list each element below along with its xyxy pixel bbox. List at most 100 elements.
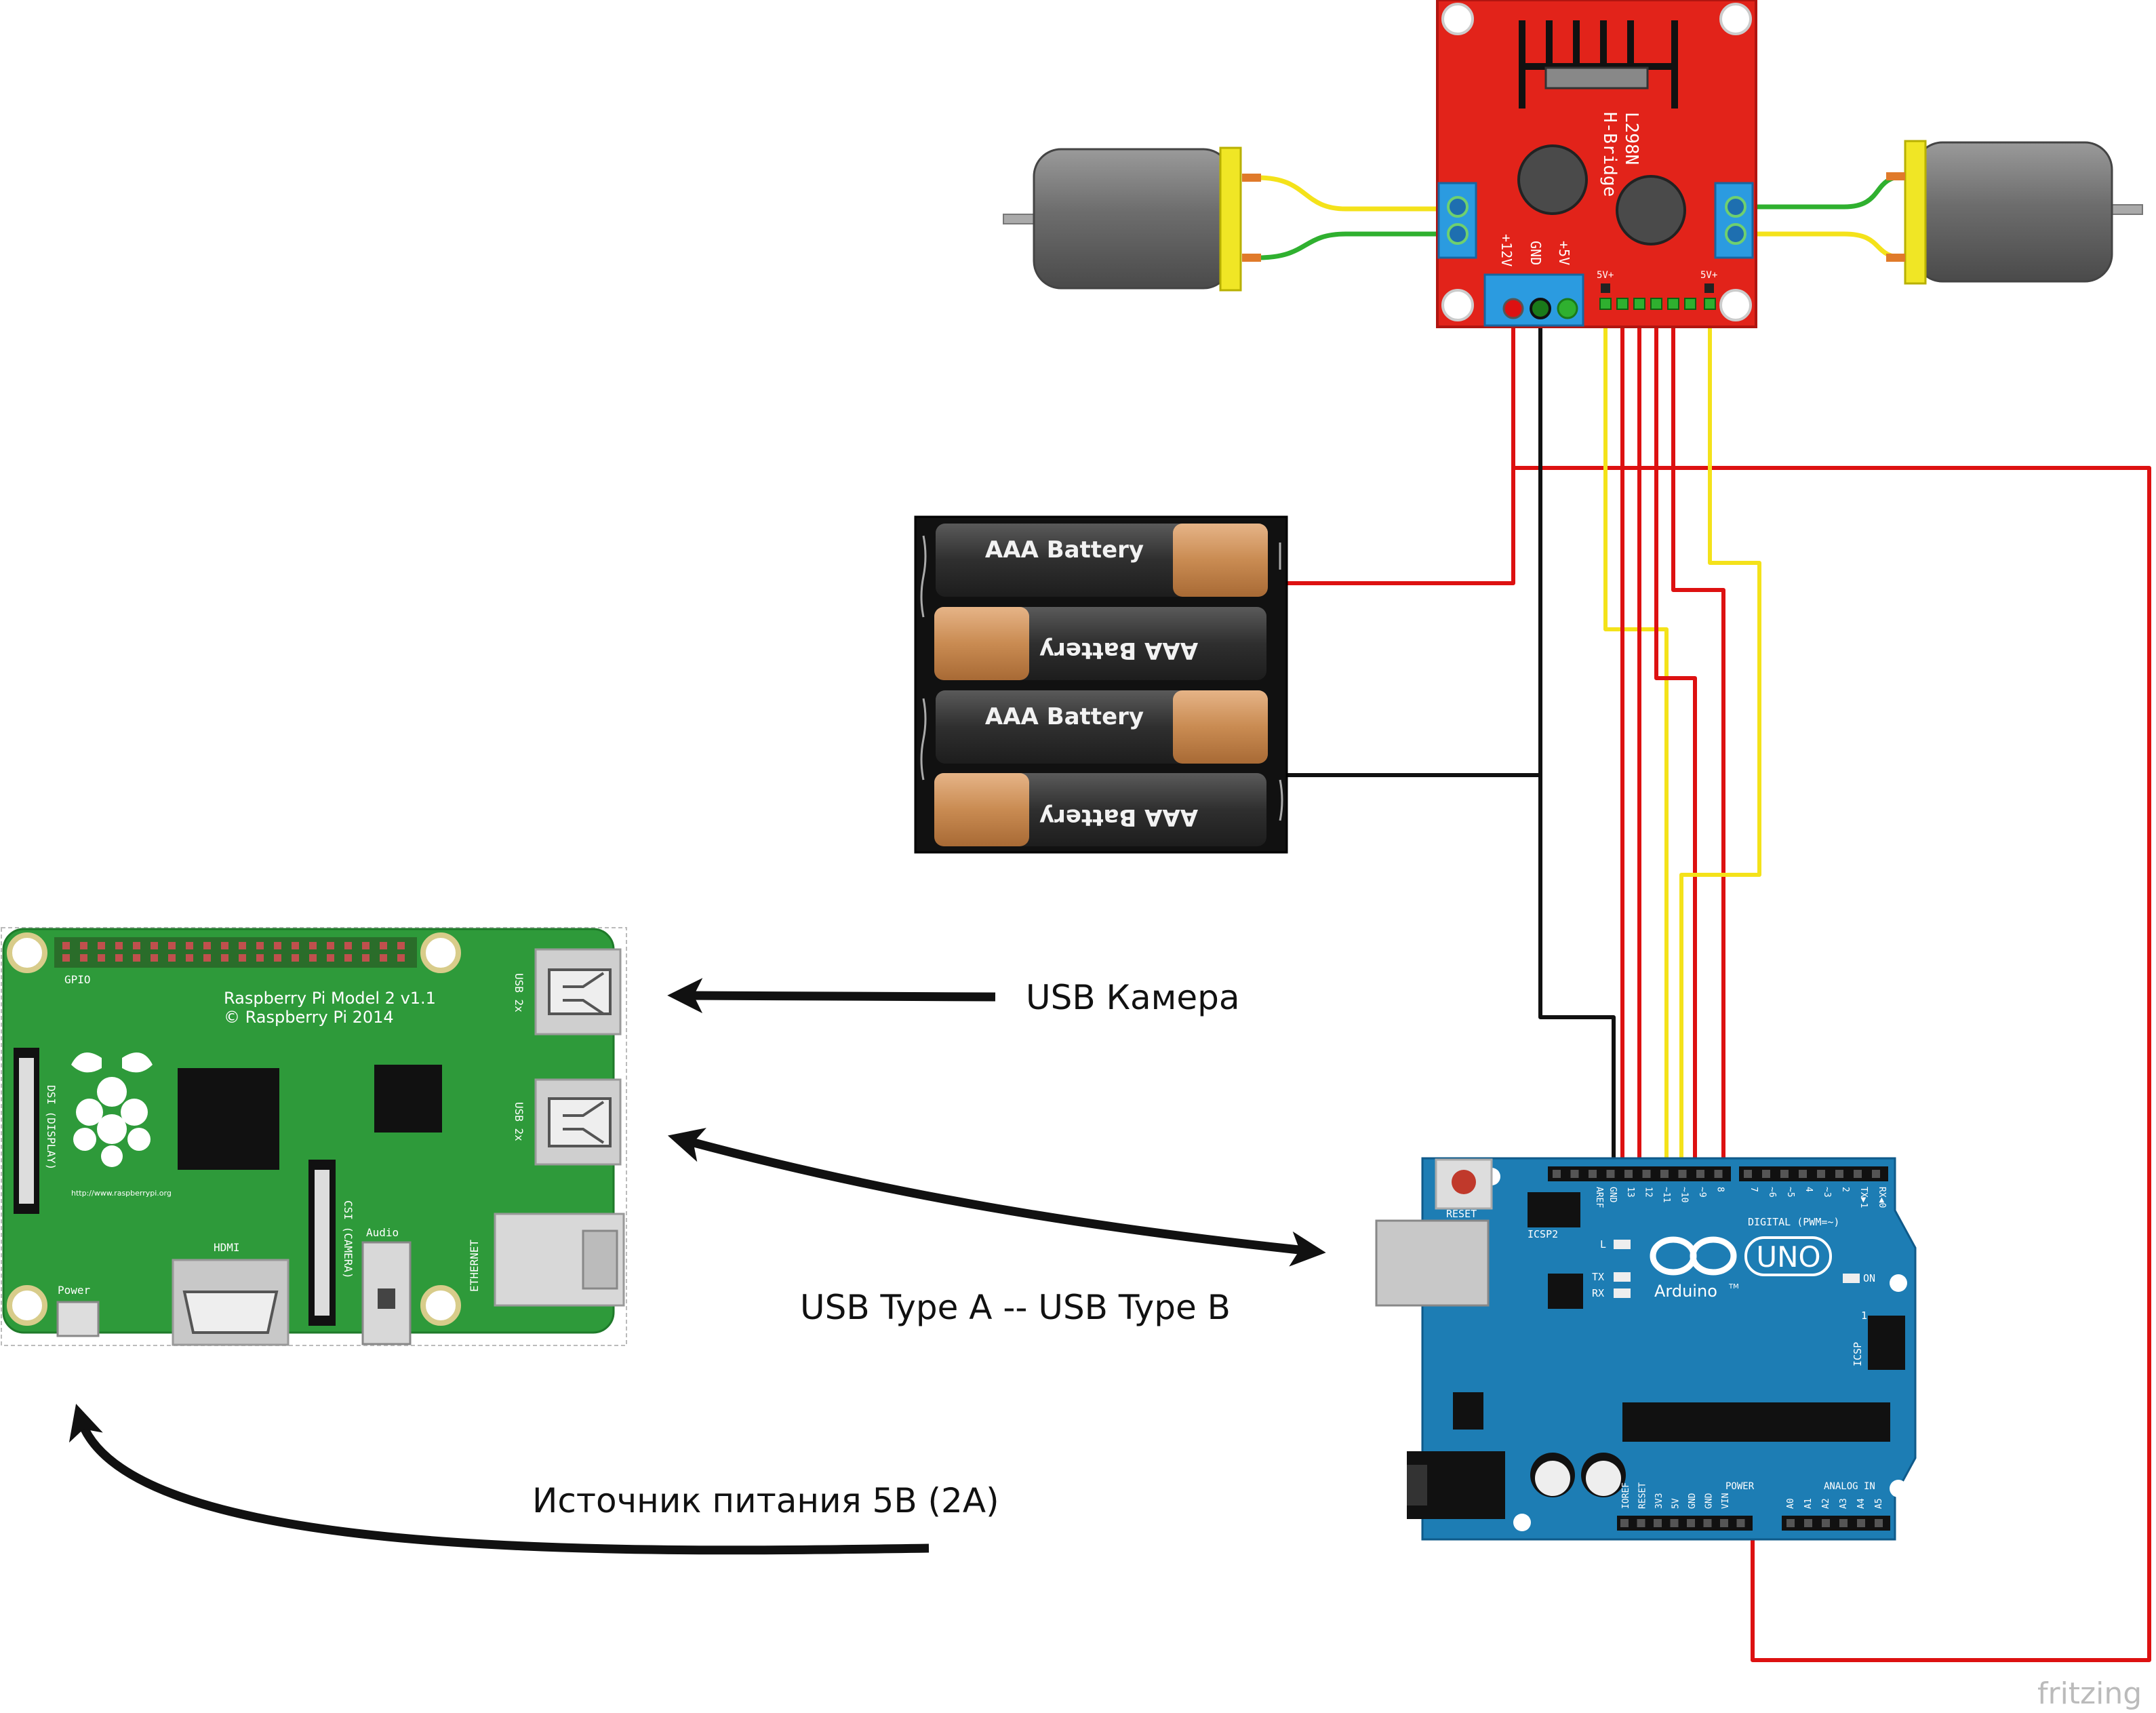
mount-hole [1890, 1480, 1907, 1497]
fritzing-watermark: fritzing [2037, 1676, 2142, 1711]
gpio-pins [62, 942, 405, 962]
driver-chip [1544, 66, 1649, 90]
battery-pack: AAA Battery AAA Battery AAA Battery AAA … [914, 515, 1288, 854]
mount-hole [420, 1285, 461, 1326]
header-pin [1875, 1519, 1883, 1527]
header-pin [1839, 1519, 1848, 1527]
hbridge-title: L298N H-Bridge [1599, 112, 1641, 197]
header-pin [1670, 1519, 1679, 1527]
analog-header-pins [1786, 1519, 1883, 1527]
gpio-pin [62, 942, 70, 949]
label-usb-cable: USB Type A -- USB Type B [800, 1288, 1231, 1327]
gpio-pin [133, 942, 140, 949]
ethernet-label: ETHERNET [468, 1240, 481, 1292]
power-header-pins [1620, 1519, 1745, 1527]
raspberry-logo [71, 1052, 153, 1167]
battery-cell-label: AAA Battery [985, 703, 1144, 730]
gpio-pin [203, 954, 211, 962]
pin-label: A5 [1874, 1498, 1884, 1509]
aref-label: AREF [1594, 1187, 1604, 1208]
pin-label: TX▶1 [1858, 1187, 1869, 1208]
jumper [1704, 283, 1714, 293]
wire-12v-vin [1513, 466, 2151, 1662]
pin-label: ~3 [1822, 1187, 1832, 1198]
pin-label: A4 [1856, 1498, 1866, 1509]
wire-motor-right-green [1739, 174, 1906, 210]
reset-button-cap[interactable] [1452, 1170, 1476, 1194]
wire-in4 [1671, 309, 1725, 1166]
header-pin [1817, 1170, 1825, 1178]
header-pin [1799, 1170, 1807, 1178]
battery-cell-label: AAA Battery [1039, 804, 1198, 831]
icsp2-label: ICSP2 [1528, 1228, 1558, 1240]
digital-header-right-pins [1744, 1170, 1880, 1178]
header-pin [1804, 1519, 1812, 1527]
annotations: USB Камера USB Type A -- USB Type B Исто… [69, 978, 2142, 1711]
gpio-pin [151, 942, 158, 949]
gpio-pin [239, 942, 246, 949]
pin-12v-label: +12V [1498, 234, 1515, 267]
uno-badge [1744, 1236, 1832, 1276]
pin-5v-right: 5V+ [1700, 270, 1717, 281]
led-on [1843, 1274, 1860, 1283]
led-on-label: ON [1863, 1272, 1875, 1284]
header-pin [1654, 1519, 1662, 1527]
mount-hole [1441, 289, 1474, 321]
arduino-logo [1650, 1236, 1737, 1276]
gpio-pin [221, 942, 228, 949]
motor-tab [1886, 172, 1905, 180]
mount-hole [7, 1285, 47, 1326]
header-pin [1589, 1170, 1597, 1178]
label-usb-camera: USB Камера [1026, 978, 1240, 1017]
header-pin [1857, 1519, 1865, 1527]
icsp-label: ICSP [1852, 1342, 1864, 1366]
terminal-screw [1725, 196, 1746, 218]
gnd-label: GND [1608, 1187, 1618, 1203]
battery-cell: AAA Battery [936, 690, 1268, 764]
pin-label: A0 [1786, 1498, 1796, 1509]
lan-chip [374, 1065, 442, 1133]
raspberry-pi-2: GPIO Raspberry Pi Model 2 v1.1 © Raspber… [1, 927, 627, 1346]
header-pin [1642, 1170, 1651, 1178]
digital-header-right [1739, 1166, 1888, 1181]
header-pin [1687, 1519, 1695, 1527]
wire-motor-left-yellow [1257, 175, 1458, 212]
motor-shaft [2108, 204, 2143, 215]
wire-in3 [1654, 309, 1697, 1166]
dsi-slot [19, 1058, 34, 1204]
wire-motor-right-yellow [1739, 231, 1906, 260]
pin-label: RESET [1638, 1482, 1648, 1509]
usb-chip [1548, 1274, 1583, 1309]
led-l-label: L [1600, 1238, 1606, 1251]
pin-label: ~10 [1679, 1187, 1690, 1202]
gpio-pin [80, 954, 87, 962]
atmega-chip [1622, 1402, 1890, 1442]
gpio-pin [115, 942, 123, 949]
capacitor-top [1535, 1461, 1570, 1496]
gpio-pin [380, 954, 387, 962]
gpio-pin [362, 942, 370, 949]
rpi-url: http://www.raspberrypi.org [71, 1189, 172, 1198]
header-pin [1822, 1519, 1830, 1527]
pin-label: VIN [1721, 1493, 1731, 1509]
wire-ena [1603, 309, 1669, 1166]
mount-hole [1441, 3, 1474, 35]
wire-motor-left-green [1257, 231, 1458, 260]
dc-jack-face [1407, 1465, 1427, 1505]
icsp2-header [1528, 1192, 1580, 1227]
dsi-label: DSI (DISPLAY) [45, 1085, 58, 1170]
terminal-screw [1725, 223, 1746, 245]
header-pin [1696, 1170, 1704, 1178]
wire-enb [1679, 309, 1761, 1166]
pin-label: ~11 [1661, 1187, 1671, 1202]
pin-label: 5V [1671, 1498, 1681, 1509]
battery-cell: AAA Battery [934, 773, 1266, 846]
led-rx-label: RX [1592, 1287, 1604, 1299]
led-tx-label: TX [1592, 1271, 1604, 1283]
header-pin [1780, 1170, 1789, 1178]
arduino-board [1421, 1157, 1917, 1541]
power-label: POWER [1725, 1481, 1755, 1492]
gpio-pin [168, 954, 176, 962]
pin-label: GND [1704, 1493, 1715, 1509]
